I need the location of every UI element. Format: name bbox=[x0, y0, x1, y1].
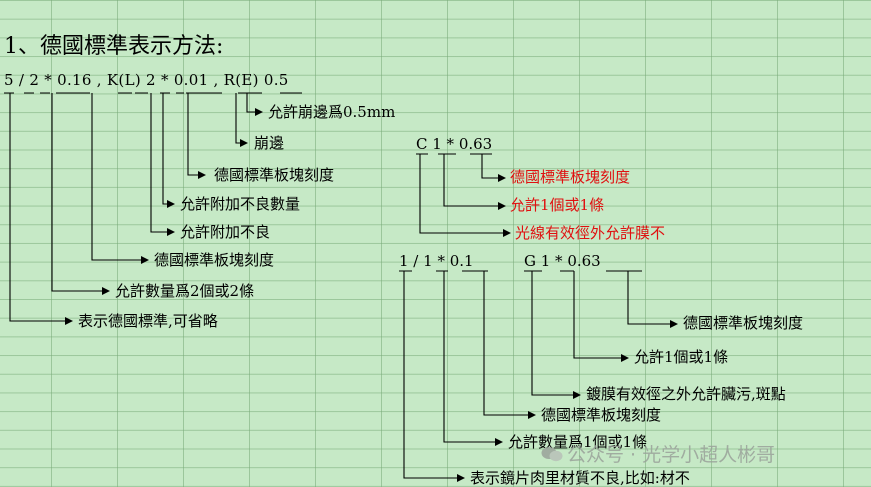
wechat-icon bbox=[541, 445, 563, 463]
label-count-2: 允許數量爲2個或2條 bbox=[115, 282, 255, 300]
c-label-film: 光線有效徑外允許膜不 bbox=[515, 224, 666, 242]
bottom-label-coating: 鍍膜有效徑之外允許臟污,斑點 bbox=[586, 385, 786, 403]
watermark-text: 公众号 · 光学小超人彬哥 bbox=[567, 444, 776, 466]
bottom-label-plate-scale-1: 德國標準板塊刻度 bbox=[683, 314, 804, 332]
bottom-formula-g: G 1 * 0.63 bbox=[524, 252, 601, 270]
label-plate-scale-1: 德國標準板塊刻度 bbox=[214, 166, 335, 184]
c-label-plate-scale: 德國標準板塊刻度 bbox=[510, 168, 631, 186]
label-extra-defect-count: 允許附加不良數量 bbox=[180, 195, 301, 213]
label-german-standard: 表示德國標準,可省略 bbox=[78, 312, 218, 330]
bottom-label-count-2: 允許數量爲1個或1條 bbox=[508, 433, 648, 451]
c-formula: C 1 * 0.63 bbox=[416, 135, 493, 153]
bottom-label-plate-scale-2: 德國標準板塊刻度 bbox=[541, 406, 662, 424]
label-chipping: 崩邊 bbox=[254, 134, 285, 152]
bottom-label-count-1: 允許1個或1條 bbox=[634, 348, 729, 366]
page-title: 1、德國標準表示方法: bbox=[4, 34, 224, 59]
main-formula: 5 / 2 * 0.16 , K(L) 2 * 0.01 , R(E) 0.5 bbox=[4, 71, 289, 89]
label-extra-defect: 允許附加不良 bbox=[180, 223, 271, 241]
label-chipping-allowed: 允許崩邊爲0.5mm bbox=[268, 103, 396, 121]
watermark: 公众号 · 光学小超人彬哥 bbox=[541, 440, 775, 467]
bottom-formula-a: 1 / 1 * 0.1 bbox=[399, 252, 474, 270]
c-label-count: 允許1個或1條 bbox=[510, 196, 605, 214]
label-plate-scale-2: 德國標準板塊刻度 bbox=[154, 251, 275, 269]
bottom-label-material: 表示鏡片肉里材質不良,比如:材不 bbox=[470, 469, 690, 487]
